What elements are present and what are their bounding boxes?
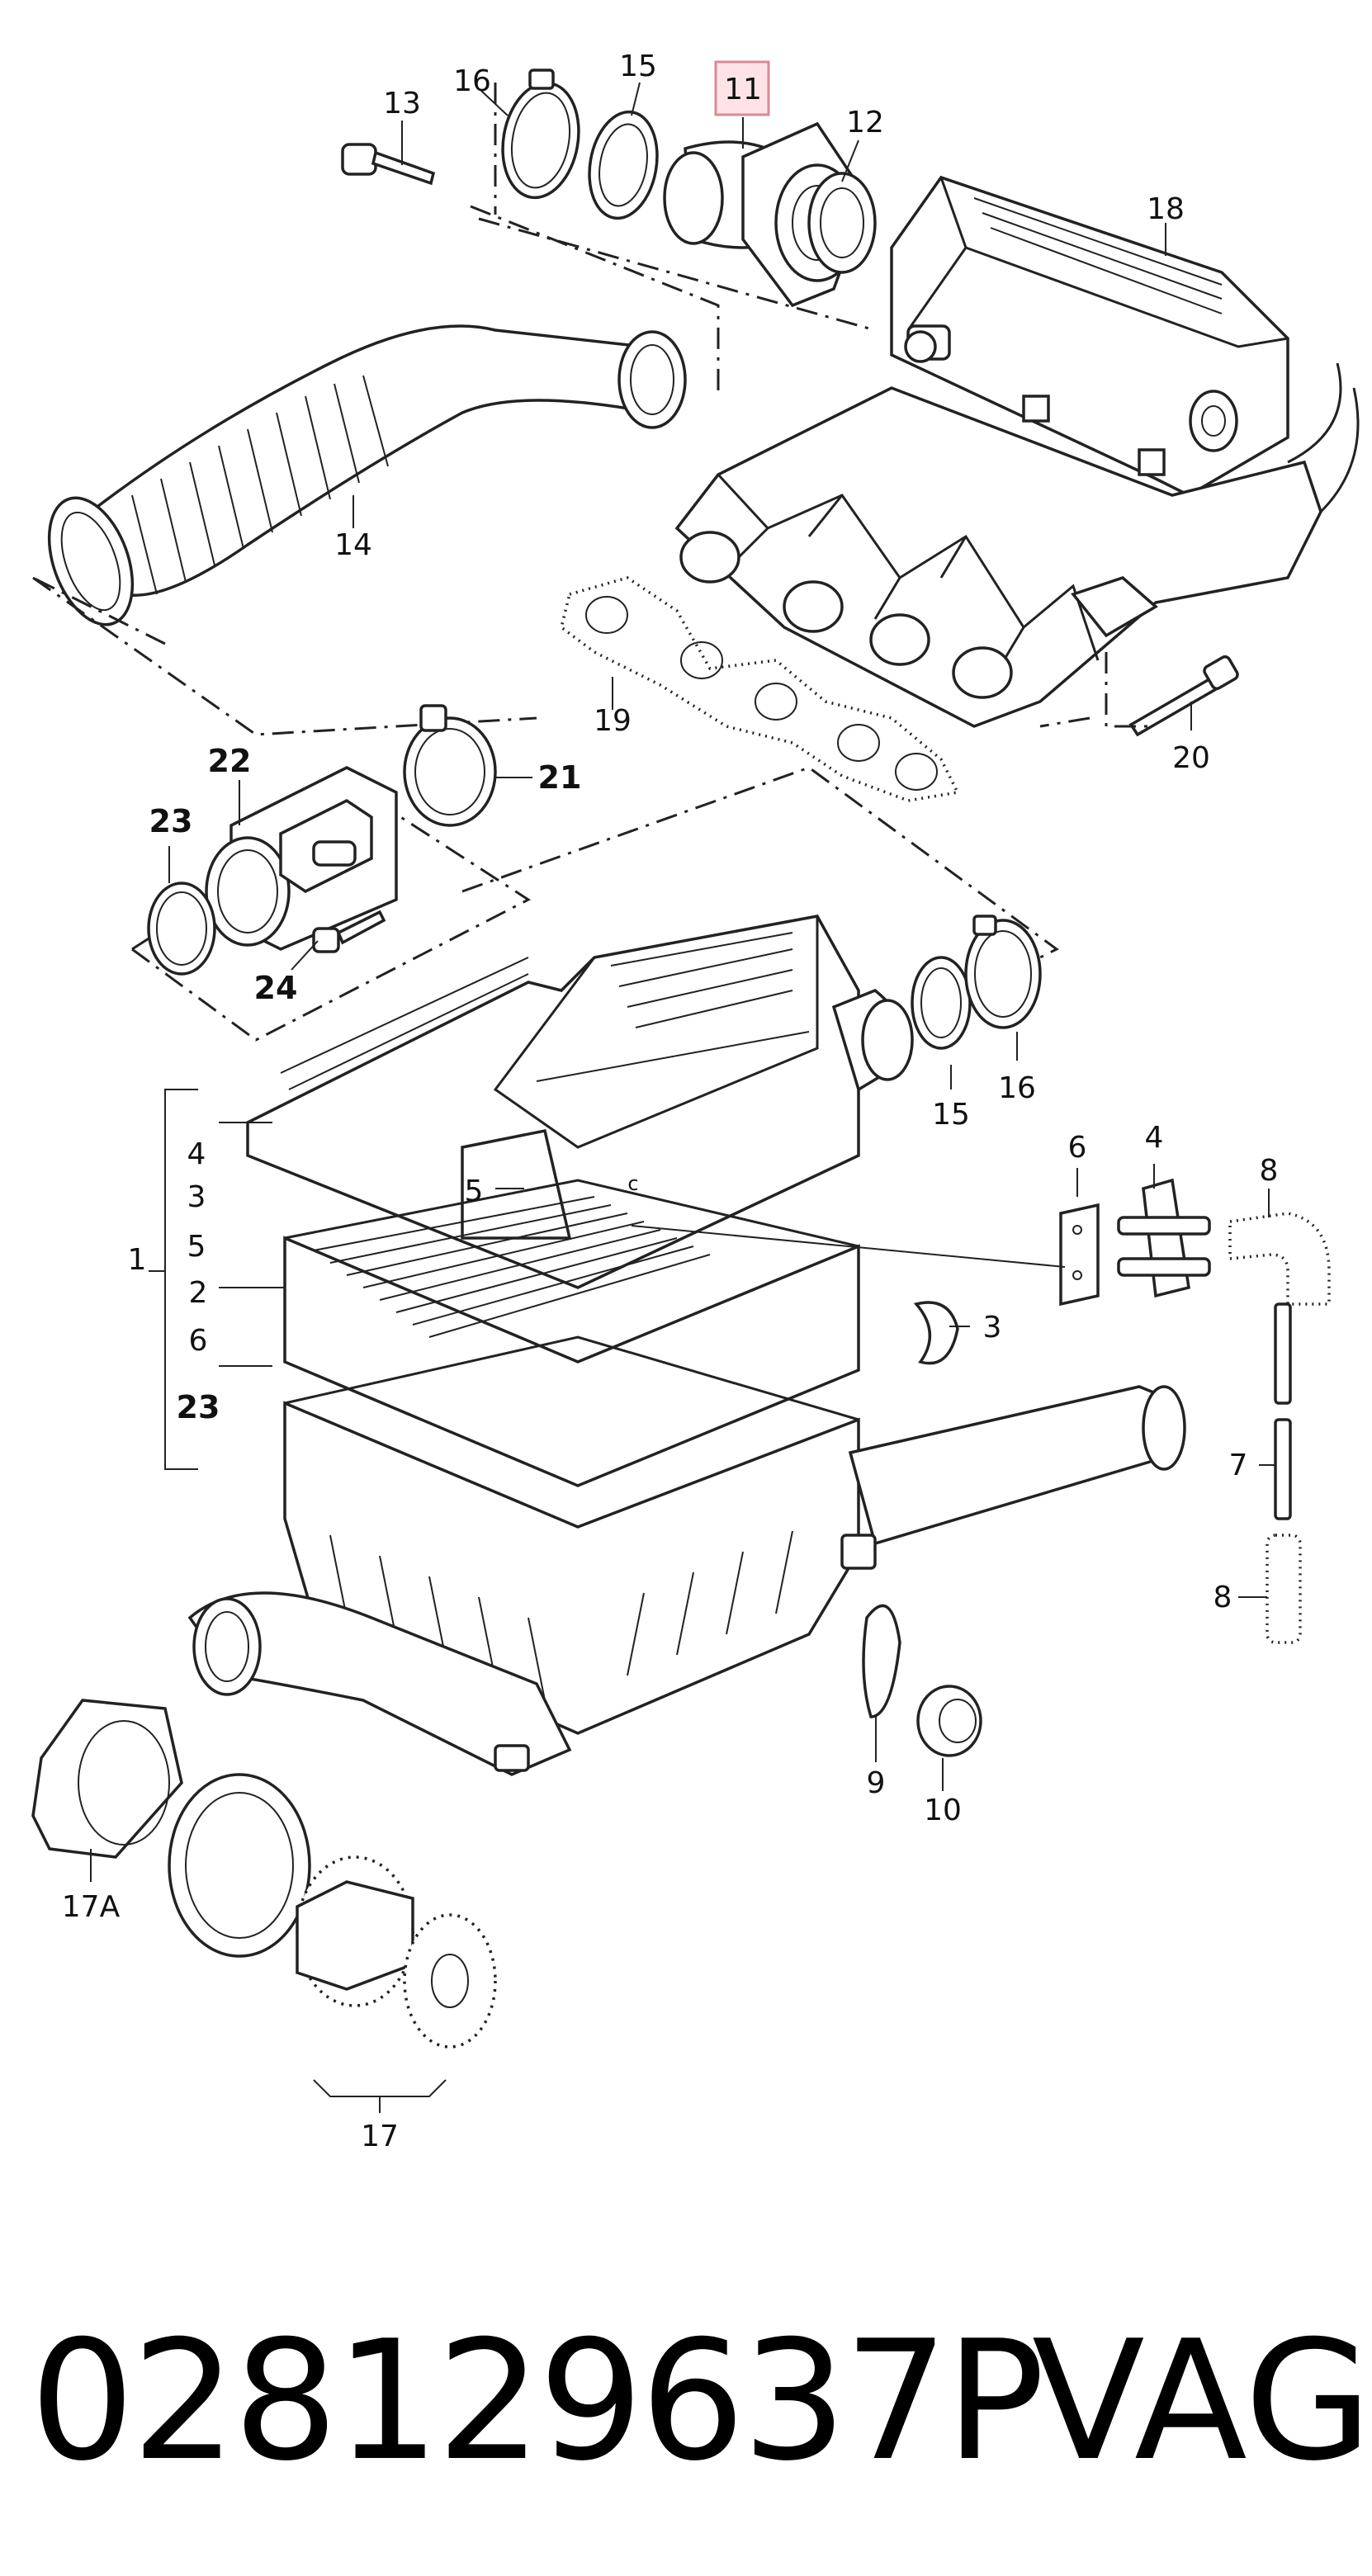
ring-15-top [588,110,659,220]
footer: 028129637P VAG [0,2278,1372,2526]
ring-15-mid [911,956,972,1050]
callout-c: c [627,1172,638,1195]
brand-name: VAG [1032,2305,1372,2498]
callout-3-right: 3 [983,1311,1002,1345]
manifold-runners [674,362,1360,728]
hose-8-straight [1266,1534,1302,1644]
seal-9 [862,1604,901,1718]
callout-8-bottom: 8 [1214,1581,1232,1614]
pipe-7 [1274,1302,1292,1520]
callout-9: 9 [867,1766,886,1800]
callout-labels: 13 16 15 11 12 18 14 19 20 22 21 23 24 1… [62,50,1279,2153]
callout-16-mid: 16 [998,1071,1036,1105]
callout-2: 2 [189,1276,208,1310]
part-17A [31,1699,183,1859]
bracket-1 [149,1089,198,1470]
callout-10: 10 [924,1794,962,1827]
airbox-lower-housing [187,1335,1186,1776]
clamp-21 [403,704,497,827]
callout-17A: 17A [62,1890,121,1924]
callout-15: 15 [619,50,657,83]
callout-6-right: 6 [1068,1131,1087,1165]
callout-20: 20 [1172,741,1210,775]
callout-23-lower: 23 [177,1389,220,1425]
part-17-plate [403,1913,497,2049]
part-17-housing [296,1855,414,2007]
highlighted-part-box [714,60,770,116]
callout-12: 12 [846,106,884,139]
callout-21: 21 [538,759,582,796]
filter-element-2 [283,1179,860,1487]
screw-24 [312,910,386,953]
throttle-flange-11-12 [663,121,877,308]
intake-manifold-18 [890,175,1289,497]
leader-lines [90,82,1275,1882]
part-number: 028129637P [30,2305,1045,2498]
callout-22: 22 [208,743,252,779]
diagram-drawing: 13 16 15 11 12 18 14 19 20 22 21 23 24 1… [31,50,1360,2153]
airbox-lid-4 [246,915,914,1289]
frame-right [1039,652,1147,728]
hose-14 [47,324,687,626]
callout-6: 6 [189,1324,208,1358]
callout-7: 7 [1229,1449,1248,1482]
callout-15-mid: 15 [932,1098,970,1132]
callout-17: 17 [361,2120,399,2153]
callout-13: 13 [383,87,421,121]
manifold-gasket-19 [560,576,960,802]
callout-16: 16 [453,64,491,98]
bracket-17 [313,2079,447,2113]
ring-23-top [147,882,216,976]
bolt-20 [1128,655,1239,737]
callout-18: 18 [1147,192,1185,226]
frame-top [32,83,876,736]
callout-5: 5 [187,1230,206,1264]
callout-23: 23 [149,803,193,839]
callout-3: 3 [187,1180,206,1214]
part-17-ring [168,1773,311,1958]
callout-1: 1 [128,1243,147,1277]
elbow-8 [1228,1212,1331,1306]
grommet-10 [916,1685,982,1757]
bolt-13 [341,143,436,186]
exploded-parts-diagram: 13 16 15 11 12 18 14 19 20 22 21 23 24 1… [31,50,1360,2153]
callout-14: 14 [334,528,372,562]
callout-19: 19 [594,704,632,738]
clamp-16-top [501,69,580,200]
callout-4-right: 4 [1145,1121,1164,1155]
callout-8-top: 8 [1260,1154,1279,1188]
clamp-16-mid [964,915,1042,1029]
clip-3 [913,1301,959,1365]
frame-airbox [461,766,1059,971]
callout-5-lid: 5 [465,1175,484,1208]
maf-sensor-22 [205,766,398,951]
mount-4 [1117,1178,1211,1298]
callout-11: 11 [724,73,762,106]
bracket-6 [1059,1203,1100,1307]
callout-24: 24 [254,970,298,1006]
callout-4: 4 [187,1137,206,1171]
